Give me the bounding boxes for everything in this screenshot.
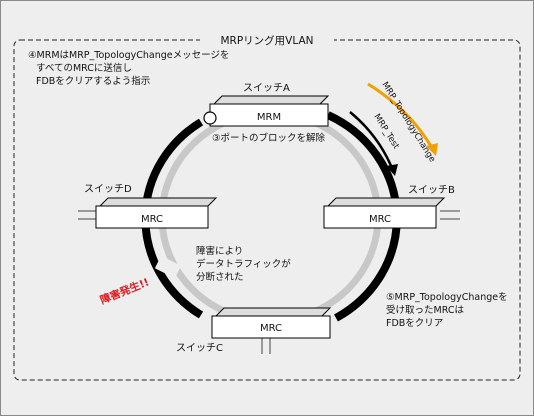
switch-a-label: スイッチA [243, 82, 290, 94]
blocked-port-icon [203, 111, 217, 125]
switch-c-role: MRC [260, 323, 282, 334]
switch-b[interactable]: MRC [323, 197, 446, 229]
switch-d-label: スイッチD [84, 183, 132, 195]
topology-change-arrowhead [426, 143, 438, 156]
svg-text:④MRMはMRP_TopologyChangeメッセージを: ④MRMはMRP_TopologyChangeメッセージを [28, 50, 229, 61]
note-top-left: ④MRMはMRP_TopologyChangeメッセージを すべてのMRCに送信… [28, 50, 229, 87]
switch-b-role: MRC [369, 214, 391, 225]
note-traffic: 障害により データトラフィックが 分断された [196, 245, 291, 283]
note-right: ⑤MRP_TopologyChangeを 受け取ったMRCは FDBをクリア [386, 292, 508, 329]
title-backdrop [200, 32, 334, 48]
switch-a[interactable]: MRM [209, 95, 330, 127]
svg-text:障害により: 障害により [196, 245, 243, 257]
mrp-test-arrowhead [386, 164, 398, 176]
vlan-border [13, 39, 521, 381]
switch-c-label: スイッチC [176, 342, 223, 354]
svg-text:⑤MRP_TopologyChangeを: ⑤MRP_TopologyChangeを [386, 292, 508, 303]
svg-text:FDBをクリア: FDBをクリア [386, 318, 443, 329]
switch-b-label: スイッチB [408, 184, 455, 196]
switch-d[interactable]: MRC [95, 197, 218, 229]
svg-text:FDBをクリアするよう指示: FDBをクリアするよう指示 [36, 75, 150, 87]
switch-c-ports [261, 338, 271, 354]
svg-text:分断された: 分断された [196, 271, 244, 283]
mrp-test-arrow [349, 111, 394, 169]
switch-c[interactable]: MRC [211, 307, 332, 339]
fault-gap [154, 255, 182, 279]
vlan-title: MRPリング用VLAN [221, 34, 314, 47]
switch-b-ports [440, 210, 460, 220]
svg-text:データトラフィックが: データトラフィックが [196, 258, 291, 270]
topology-change-arrow [367, 82, 434, 149]
note-port-block: ③ポートのブロックを解除 [212, 132, 326, 144]
svg-text:すべてのMRCに送信し: すべてのMRCに送信し [36, 62, 132, 74]
switch-d-role: MRC [141, 214, 163, 225]
switch-d-ports [78, 210, 98, 220]
svg-text:受け取ったMRCは: 受け取ったMRCは [386, 304, 464, 316]
switch-a-role: MRM [257, 112, 281, 123]
